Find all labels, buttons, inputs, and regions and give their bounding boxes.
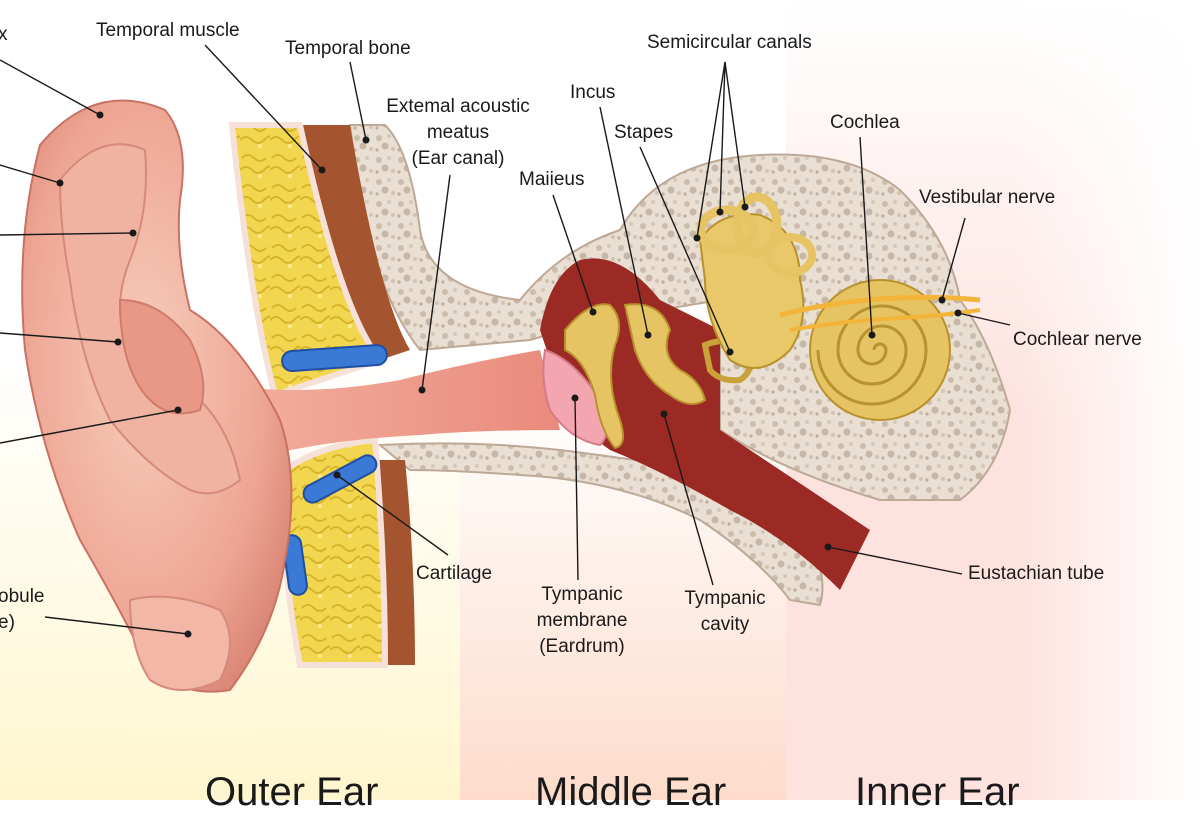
semicircular-canal-3 — [764, 233, 816, 277]
vestibular-nerve-fibres — [779, 294, 981, 318]
leader-canal-2 — [719, 61, 726, 213]
leader-cartilage — [336, 474, 449, 556]
label-external-meatus-line1: Extemal acoustic — [386, 96, 530, 117]
leader-vestibular-nerve — [941, 217, 966, 301]
upper-cartilage-block — [228, 122, 386, 399]
leader-canal-1 — [696, 61, 726, 239]
leader-stapes — [639, 146, 731, 353]
leader-dots — [56, 111, 962, 638]
label-tympanic-membrane-line3: (Eardrum) — [539, 636, 625, 657]
vessel-lower-2 — [282, 534, 308, 596]
cochlea-spiral — [816, 304, 928, 406]
leader-eustachian-tube — [827, 546, 963, 575]
label-lobule-line2: e) — [0, 612, 15, 633]
leader-temporal-bone — [349, 61, 367, 141]
label-tympanic-membrane: Tympanic membrane (Eardrum) — [520, 582, 644, 660]
section-title-middle-ear: Middle Ear — [535, 770, 727, 814]
label-tympanic-membrane-line2: membrane — [536, 610, 628, 631]
label-tympanic-cavity-line1: Tympanic — [684, 588, 766, 609]
concha — [118, 298, 205, 415]
label-eustachian-tube: Eustachian tube — [968, 563, 1105, 584]
label-cartilage: Cartilage — [416, 563, 493, 584]
label-helix-fragment: x — [0, 24, 8, 45]
leader-tympanic-cavity — [663, 413, 714, 586]
label-temporal-muscle: Temporal muscle — [96, 20, 240, 41]
leader-left-2 — [0, 164, 61, 184]
leader-left-4 — [0, 332, 119, 343]
label-semicircular-canals: Semicircular canals — [647, 32, 812, 53]
temporal-muscle-band — [300, 125, 410, 360]
label-vestibular-nerve: Vestibular nerve — [919, 187, 1056, 208]
incus-shape — [623, 303, 707, 405]
label-incus: Incus — [570, 82, 616, 103]
label-tympanic-membrane-line1: Tympanic — [541, 584, 623, 605]
leader-temporal-muscle — [204, 44, 323, 171]
leader-incus — [599, 106, 649, 336]
label-cochlear-nerve: Cochlear nerve — [1013, 329, 1142, 350]
leader-cochlear-nerve — [957, 312, 1011, 326]
earlobe — [128, 595, 231, 691]
malleus-shape — [564, 303, 625, 450]
vessel-lower-1 — [302, 454, 378, 504]
leader-lines — [0, 44, 1011, 635]
label-external-meatus-line3: (Ear canal) — [411, 148, 505, 169]
label-external-meatus-line2: meatus — [426, 122, 490, 143]
middle-ear-cavity — [540, 258, 870, 590]
leader-tympanic-membrane — [574, 397, 579, 581]
leader-ear-canal — [421, 174, 451, 391]
leader-left-5 — [0, 409, 179, 444]
label-malleus: Maiieus — [519, 169, 585, 190]
semicircular-canal-2 — [732, 192, 782, 258]
ear-canal — [200, 350, 560, 460]
vessel-upper — [281, 344, 388, 372]
label-stapes: Stapes — [614, 122, 674, 143]
label-tympanic-cavity: Tympanic cavity — [670, 586, 780, 638]
label-external-meatus: Extemal acoustic meatus (Ear canal) — [378, 94, 538, 172]
label-tympanic-cavity-line2: cavity — [700, 614, 750, 635]
label-temporal-bone: Temporal bone — [285, 38, 411, 59]
leader-left-3 — [0, 232, 134, 236]
leader-malleus — [552, 194, 594, 313]
section-title-outer-ear: Outer Ear — [205, 770, 379, 814]
leader-canal-3 — [724, 61, 746, 208]
leader-lobule — [44, 616, 189, 635]
label-lobule-line1: obule — [0, 586, 45, 607]
cochlear-nerve-fibres — [789, 308, 981, 332]
label-lobule: obule e) — [0, 584, 45, 636]
label-cochlea: Cochlea — [830, 112, 900, 133]
section-title-inner-ear: Inner Ear — [855, 770, 1020, 814]
leader-helix — [0, 59, 101, 116]
semicircular-canal-1 — [696, 205, 758, 255]
leader-cochlea — [859, 136, 873, 336]
